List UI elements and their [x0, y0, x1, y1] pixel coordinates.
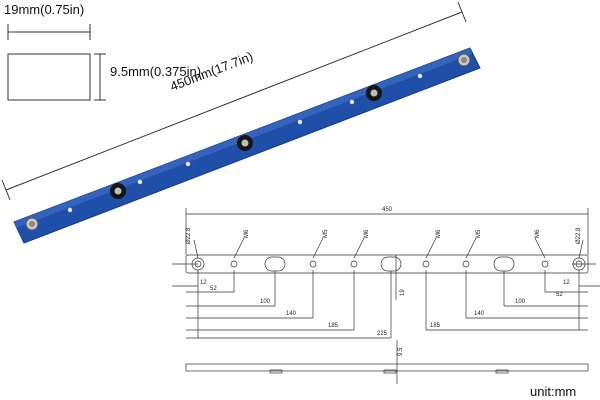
dim-right-52: 52 — [556, 292, 563, 298]
blue-miter-bar — [13, 47, 481, 244]
length-dimension-line — [5, 11, 463, 191]
height-label: 9.5mm(0.375in) — [110, 64, 202, 79]
technical-drawing — [172, 208, 600, 384]
unit-label: unit:mm — [530, 384, 577, 399]
thread-label-4: M6 — [436, 229, 442, 238]
height-dim-9-5: 9.5 — [398, 347, 404, 356]
thread-label-5: M5 — [476, 229, 482, 238]
dim-left-52: 52 — [210, 286, 217, 292]
dim-left-12: 12 — [200, 280, 207, 286]
width-label: 19mm(0.75in) — [4, 2, 85, 17]
dim-right-12: 12 — [563, 280, 570, 286]
thread-label-1: M6 — [244, 229, 250, 238]
width-dim-19: 19 — [400, 289, 406, 296]
dim-right-100: 100 — [515, 299, 526, 305]
dim-left-100: 100 — [260, 299, 271, 305]
hole-diameter-right-label: Ø22.8 — [576, 227, 582, 244]
dim-left-185: 185 — [328, 323, 339, 329]
thread-label-6: M6 — [535, 229, 541, 238]
dim-left-140: 140 — [286, 311, 297, 317]
dim-right-185: 185 — [430, 323, 441, 329]
thread-label-3: M6 — [364, 229, 370, 238]
cross-section-rect — [7, 53, 91, 101]
total-length-label: 450 — [382, 207, 393, 213]
thread-label-2: M5 — [323, 229, 329, 238]
hole-diameter-left-label: Ø22.8 — [186, 227, 192, 244]
drawing-labels: 450 Ø22.8 Ø22.8 M6 M5 M6 M6 M5 M6 12 52 … — [186, 207, 582, 356]
dim-left-225: 225 — [377, 331, 388, 337]
dim-right-140: 140 — [474, 311, 485, 317]
